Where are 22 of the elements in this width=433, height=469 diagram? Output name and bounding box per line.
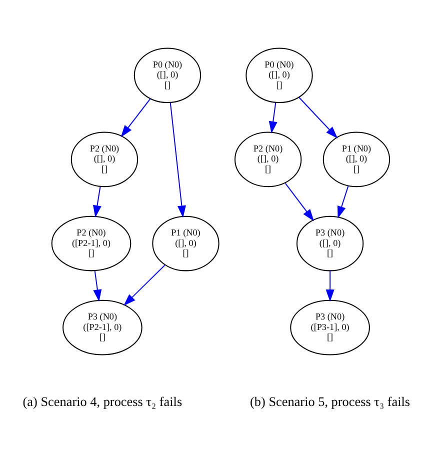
arrow	[284, 183, 314, 222]
node-ellipse: P3 (N0) ([P3-1], 0) []	[290, 300, 370, 356]
node-ellipse: P2 (N0) ([], 0) []	[234, 132, 302, 188]
arrow	[337, 186, 349, 218]
node-ellipse: P1 (N0) ([], 0) []	[152, 216, 220, 272]
node-ellipse: P3 (N0) ([P2-1], 0) []	[62, 300, 142, 356]
node-ellipse: P1 (N0) ([], 0) []	[322, 132, 390, 188]
arrow	[170, 102, 186, 218]
node-ellipse: P0 (N0) ([], 0) []	[134, 48, 202, 104]
node-ellipse: P3 (N0) ([], 0) []	[296, 216, 364, 272]
node-ellipse: P2 (N0) ([P2-1], 0) []	[51, 216, 132, 272]
arrow	[124, 264, 166, 306]
label: (b) Scenario 5, process τ₃ fails	[250, 394, 410, 410]
arrow	[92, 186, 102, 218]
label: (a) Scenario 4, process τ₂ fails	[22, 394, 182, 410]
arrow	[120, 98, 151, 138]
node-ellipse: P2 (N0) ([], 0) []	[70, 132, 138, 188]
arrow	[326, 270, 334, 302]
arrow	[268, 102, 278, 134]
node-ellipse: P0 (N0) ([], 0) []	[246, 48, 313, 104]
arrow	[93, 270, 102, 302]
arrow	[298, 97, 338, 138]
